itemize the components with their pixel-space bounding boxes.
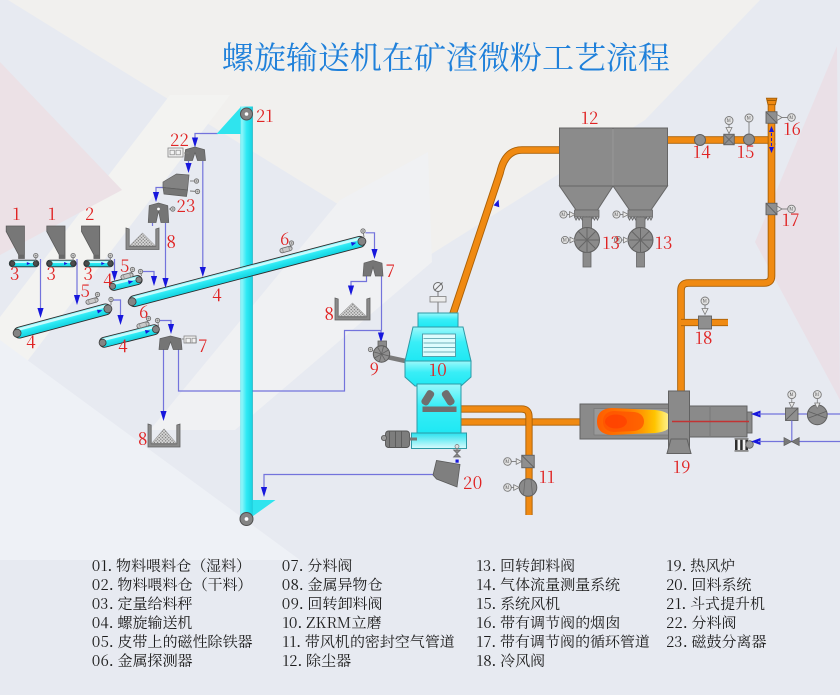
svg-text:20. 回料系统: 20. 回料系统 xyxy=(666,574,752,595)
svg-text:1: 1 xyxy=(48,200,56,225)
svg-text:19. 热风炉: 19. 热风炉 xyxy=(666,555,735,576)
svg-text:22: 22 xyxy=(170,126,189,151)
svg-text:M: M xyxy=(788,207,794,213)
svg-text:13: 13 xyxy=(603,229,620,254)
svg-text:6: 6 xyxy=(280,225,290,250)
svg-text:18. 冷风阀: 18. 冷风阀 xyxy=(476,650,545,671)
svg-text:6: 6 xyxy=(139,298,149,323)
svg-text:7: 7 xyxy=(386,257,395,282)
svg-text:12: 12 xyxy=(581,104,599,129)
svg-text:20: 20 xyxy=(463,469,482,494)
svg-text:17. 带有调节阀的循环管道: 17. 带有调节阀的循环管道 xyxy=(476,631,650,652)
svg-text:11. 带风机的密封空气管道: 11. 带风机的密封空气管道 xyxy=(282,631,455,652)
svg-text:8: 8 xyxy=(138,425,148,450)
svg-text:5: 5 xyxy=(81,277,91,302)
svg-text:3: 3 xyxy=(47,260,56,285)
svg-text:23: 23 xyxy=(177,192,196,217)
svg-text:8: 8 xyxy=(325,300,335,325)
svg-text:13. 回转卸料阀: 13. 回转卸料阀 xyxy=(476,555,575,576)
svg-text:M: M xyxy=(504,485,510,491)
svg-text:M: M xyxy=(788,115,794,121)
svg-text:15. 系统风机: 15. 系统风机 xyxy=(476,593,560,614)
svg-text:10: 10 xyxy=(429,356,446,381)
svg-text:21. 斗式提升机: 21. 斗式提升机 xyxy=(666,593,765,614)
svg-text:8: 8 xyxy=(167,228,177,253)
svg-text:14: 14 xyxy=(693,138,711,163)
svg-text:3: 3 xyxy=(84,260,93,285)
svg-text:15: 15 xyxy=(737,138,755,163)
svg-text:22. 分料阀: 22. 分料阀 xyxy=(666,612,737,633)
svg-text:01. 物料喂料仓（湿料）: 01. 物料喂料仓（湿料） xyxy=(92,555,251,576)
svg-text:13: 13 xyxy=(655,229,672,254)
svg-text:04. 螺旋输送机: 04. 螺旋输送机 xyxy=(92,612,192,633)
svg-text:02. 物料喂料仓（干料）: 02. 物料喂料仓（干料） xyxy=(92,574,252,595)
svg-text:11: 11 xyxy=(539,463,555,488)
svg-text:M: M xyxy=(789,392,795,398)
svg-text:23. 磁鼓分离器: 23. 磁鼓分离器 xyxy=(666,631,766,652)
svg-text:3: 3 xyxy=(10,260,19,285)
svg-text:18: 18 xyxy=(695,324,713,349)
svg-text:M: M xyxy=(562,238,568,244)
svg-text:06. 金属探测器: 06. 金属探测器 xyxy=(92,650,192,671)
svg-text:7: 7 xyxy=(198,332,207,357)
svg-text:16: 16 xyxy=(784,115,802,140)
svg-text:07. 分料阀: 07. 分料阀 xyxy=(282,555,352,576)
svg-text:21: 21 xyxy=(256,102,274,127)
svg-text:16. 带有调节阀的烟囱: 16. 带有调节阀的烟囱 xyxy=(476,612,620,633)
svg-text:M: M xyxy=(726,118,732,124)
svg-text:08. 金属异物仓: 08. 金属异物仓 xyxy=(282,574,382,595)
svg-text:M: M xyxy=(504,459,510,465)
svg-text:1: 1 xyxy=(13,200,21,225)
svg-text:4: 4 xyxy=(103,266,113,291)
svg-text:14. 气体流量测量系统: 14. 气体流量测量系统 xyxy=(476,574,621,595)
svg-text:9: 9 xyxy=(370,355,380,380)
svg-text:M: M xyxy=(746,116,752,122)
svg-text:17: 17 xyxy=(782,206,799,231)
svg-text:螺旋输送机在矿渣微粉工艺流程: 螺旋输送机在矿渣微粉工艺流程 xyxy=(222,33,670,79)
svg-text:4: 4 xyxy=(212,281,222,306)
svg-text:09. 回转卸料阀: 09. 回转卸料阀 xyxy=(282,593,383,614)
svg-text:03. 定量给料秤: 03. 定量给料秤 xyxy=(92,593,192,614)
svg-text:5: 5 xyxy=(120,252,130,277)
svg-text:19: 19 xyxy=(673,453,691,478)
svg-text:M: M xyxy=(613,212,619,218)
svg-text:10. ZKRM立磨: 10. ZKRM立磨 xyxy=(282,612,382,633)
svg-text:M: M xyxy=(560,212,566,218)
svg-text:4: 4 xyxy=(118,332,128,357)
svg-text:M: M xyxy=(814,392,820,398)
svg-text:2: 2 xyxy=(85,200,95,225)
svg-text:M: M xyxy=(702,299,708,305)
svg-text:M: M xyxy=(615,238,621,244)
svg-text:12. 除尘器: 12. 除尘器 xyxy=(282,650,351,671)
svg-text:4: 4 xyxy=(26,328,36,353)
svg-text:05. 皮带上的磁性除铁器: 05. 皮带上的磁性除铁器 xyxy=(92,631,252,652)
